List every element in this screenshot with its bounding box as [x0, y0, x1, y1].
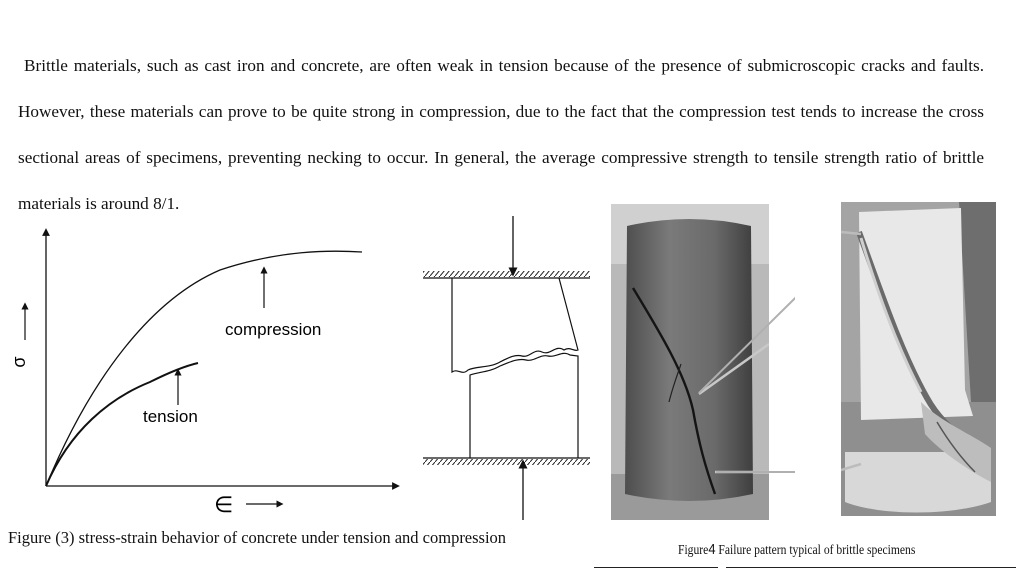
- upper-specimen-half: [451, 277, 579, 374]
- concrete-cylinder-photo: [611, 204, 769, 520]
- figure-4-text: Failure pattern typical of brittle speci…: [718, 542, 916, 557]
- figure-4-number: 4: [708, 541, 716, 558]
- tension-curve: [45, 362, 199, 487]
- tension-label: tension: [143, 407, 198, 426]
- photo-link-lines: [698, 296, 795, 473]
- compression-curve: [45, 250, 363, 487]
- body-paragraph: Brittle materials, such as cast iron and…: [18, 56, 984, 214]
- y-axis-label: σ: [9, 356, 29, 367]
- caption-rule-right: [726, 567, 1016, 568]
- figure-4-prefix: Figure: [678, 542, 709, 557]
- compression-label: compression: [225, 320, 321, 339]
- stress-strain-chart: σ ∈ compression tension: [9, 228, 400, 517]
- crack: [631, 287, 717, 495]
- x-axis-label: ∈: [214, 492, 233, 517]
- specimen-diagram: [423, 216, 590, 520]
- lower-specimen-half: [469, 352, 579, 458]
- fractured-specimen-photo: [841, 202, 996, 516]
- figure-4-caption: Figure4 Failure pattern typical of britt…: [678, 541, 915, 558]
- caption-rule-left: [594, 567, 718, 568]
- figure-3-caption: Figure (3) stress-strain behavior of con…: [8, 528, 507, 547]
